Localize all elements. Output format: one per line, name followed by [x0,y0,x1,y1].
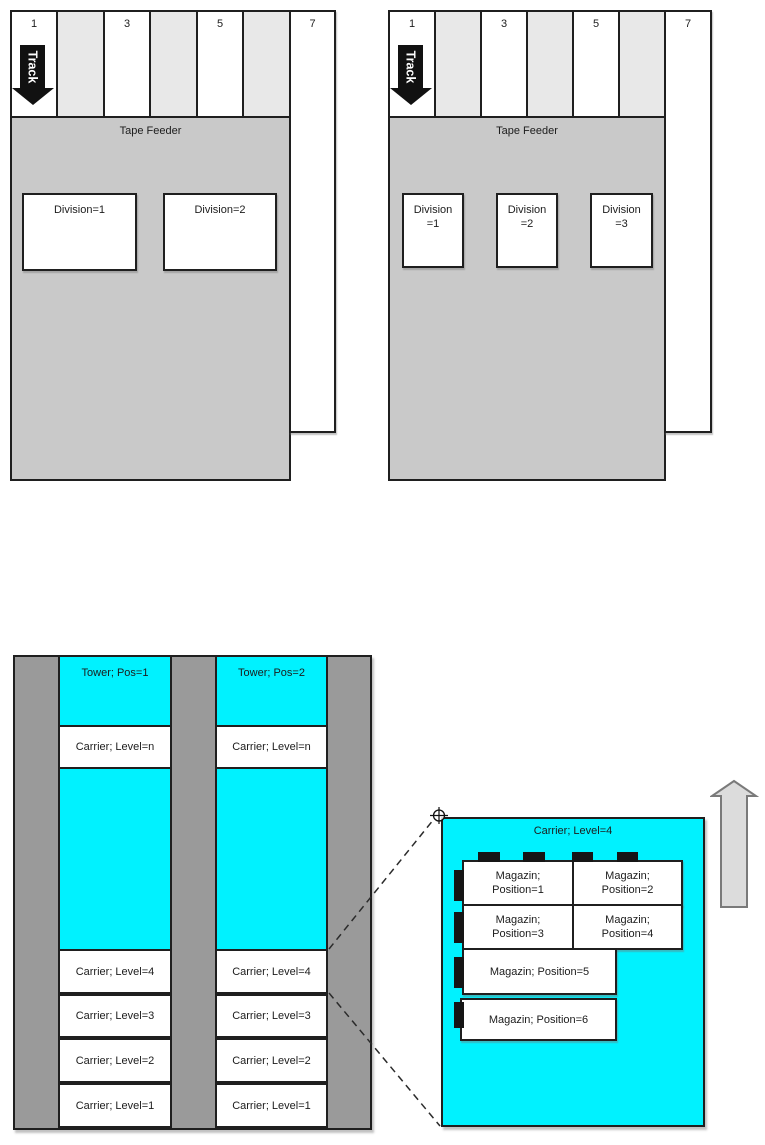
carrier-label: Carrier; Level=n [232,741,311,753]
tape-feeder-body-left: Tape Feeder [10,116,291,481]
tape-feeder-label: Tape Feeder [119,125,182,137]
magazine-label-line1: Magazin; [495,914,541,926]
carrier-label: Carrier; Level=2 [232,1054,311,1067]
clamp-tab-left-icon [454,1002,464,1028]
magazine-label-line1: Magazin; [495,870,541,882]
magazine-label: Magazin; Position=6 [488,1013,589,1026]
carrier-label: Carrier; Level=1 [232,1099,311,1112]
division-box-1: Division=1 [22,193,137,271]
division-label: Division=2 [194,204,246,216]
carrier-box-level-4: Carrier; Level=4 [58,949,172,994]
track-number-label: 3 [500,18,508,30]
carrier-label: Carrier; Level=n [75,741,155,753]
track-number-label: 1 [408,18,416,30]
carrier-box-level-1: Carrier; Level=1 [215,1083,328,1128]
track-column-2 [56,10,105,118]
up-arrow-icon [710,779,759,908]
track-column-5: 5 [572,10,620,118]
division-box-2: Division=2 [163,193,277,271]
track-column-7: 7 [664,10,712,433]
division-box-3: Division =3 [590,193,653,268]
tower-title: Tower; Pos=1 [81,667,149,679]
magazine-label: Magazin; Position=5 [489,965,590,978]
magazine-box-5: Magazin; Position=5 [462,948,617,995]
magazine-box-1: Magazin; Position=1 [462,860,574,906]
track-column-7: 7 [289,10,336,433]
division-label-line1: Division [413,204,453,216]
track-column-3: 3 [480,10,528,118]
magazine-label-line1: Magazin; [605,870,650,882]
track-arrow-label: Track [404,51,418,84]
carrier-label: Carrier; Level=4 [75,965,155,978]
magazine-label-line1: Magazin; [605,914,650,926]
division-label-line1: Division [507,204,547,216]
division-label: Division=1 [53,204,106,216]
carrier-box-level-n: Carrier; Level=n [58,725,172,769]
clamp-tab-left-icon [454,870,464,901]
division-label-line1: Division [602,204,641,216]
track-column-3: 3 [103,10,151,118]
tower-title: Tower; Pos=2 [238,667,305,679]
carrier-detail-title: Carrier; Level=4 [533,825,613,837]
division-box-2: Division =2 [496,193,558,268]
carrier-box-level-n: Carrier; Level=n [215,725,328,769]
magazine-label-line2: Position=2 [601,884,654,896]
tape-feeder-body-right: Tape Feeder [388,116,666,481]
track-number-label: 7 [684,18,692,30]
carrier-box-level-2: Carrier; Level=2 [58,1038,172,1083]
division-box-1: Division =1 [402,193,464,268]
track-arrow-icon: Track [12,45,54,105]
track-arrow-icon: Track [390,45,432,105]
division-label-line2: =1 [426,218,440,230]
tower-column-1: Tower; Pos=1 Carrier; Level=n Carrier; L… [58,655,172,1130]
carrier-box-level-4: Carrier; Level=4 [215,949,328,994]
carrier-box-level-3: Carrier; Level=3 [215,994,328,1038]
magazine-box-2: Magazin; Position=2 [572,860,683,906]
clamp-tab-top-icon [617,852,638,862]
clamp-tab-left-icon [454,957,464,988]
magazine-label-line2: Position=1 [492,884,544,896]
track-column-4 [149,10,198,118]
carrier-box-level-2: Carrier; Level=2 [215,1038,328,1083]
magazine-label-line2: Position=3 [492,928,544,940]
carrier-label: Carrier; Level=4 [232,965,311,978]
clamp-tab-left-icon [454,912,464,943]
track-number-label: 3 [123,18,131,30]
magazine-label-line2: Position=4 [601,928,654,940]
clamp-tab-top-icon [478,852,500,862]
carrier-box-level-3: Carrier; Level=3 [58,994,172,1038]
carrier-label: Carrier; Level=3 [232,1010,311,1022]
magazine-box-3: Magazin; Position=3 [462,904,574,950]
magazine-box-6: Magazin; Position=6 [460,998,617,1041]
division-label-line2: =2 [520,218,534,230]
magazine-box-4: Magazin; Position=4 [572,904,683,950]
clamp-tab-top-icon [523,852,545,862]
track-column-4 [526,10,574,118]
track-column-2 [434,10,482,118]
carrier-box-level-1: Carrier; Level=1 [58,1083,172,1128]
division-label-line2: =3 [615,218,628,230]
track-column-6 [242,10,291,118]
tape-feeder-label: Tape Feeder [496,125,558,137]
carrier-label: Carrier; Level=2 [75,1054,155,1067]
tower-column-2: Tower; Pos=2 Carrier; Level=n Carrier; L… [215,655,328,1130]
track-column-5: 5 [196,10,244,118]
carrier-label: Carrier; Level=3 [75,1010,155,1022]
track-arrow-label: Track [26,51,40,84]
clamp-tab-top-icon [572,852,593,862]
track-number-label: 5 [592,18,600,30]
track-number-label: 7 [309,18,316,30]
carrier-label: Carrier; Level=1 [75,1099,155,1112]
track-column-6 [618,10,666,118]
track-number-label: 5 [216,18,224,30]
track-number-label: 1 [30,18,38,30]
